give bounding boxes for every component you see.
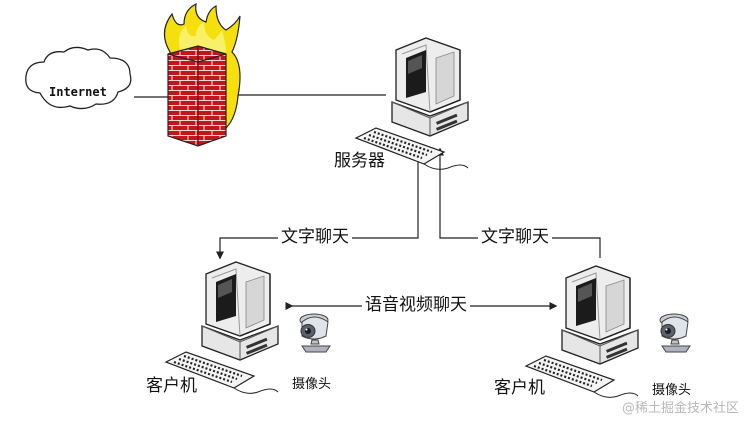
client-computer-left-icon — [164, 260, 280, 395]
av-chat-label: 语音视频聊天 — [362, 297, 470, 314]
camera-right-icon — [659, 313, 691, 353]
firewall-icon — [163, 2, 241, 147]
client-right-label: 客户机 — [494, 378, 545, 398]
camera-left-icon — [299, 313, 331, 353]
internet-label: Internet — [49, 85, 107, 99]
camera-left-label: 摄像头 — [292, 377, 332, 392]
camera-right-label: 摄像头 — [652, 383, 692, 398]
text-chat-right-label: 文字聊天 — [478, 229, 552, 246]
text-chat-left-label: 文字聊天 — [278, 229, 352, 246]
internet-cloud — [25, 46, 132, 110]
server-computer-icon — [354, 36, 470, 171]
watermark: @稀土掘金技术社区 — [622, 401, 740, 416]
server-label: 服务器 — [334, 151, 385, 171]
client-left-label: 客户机 — [146, 376, 197, 396]
